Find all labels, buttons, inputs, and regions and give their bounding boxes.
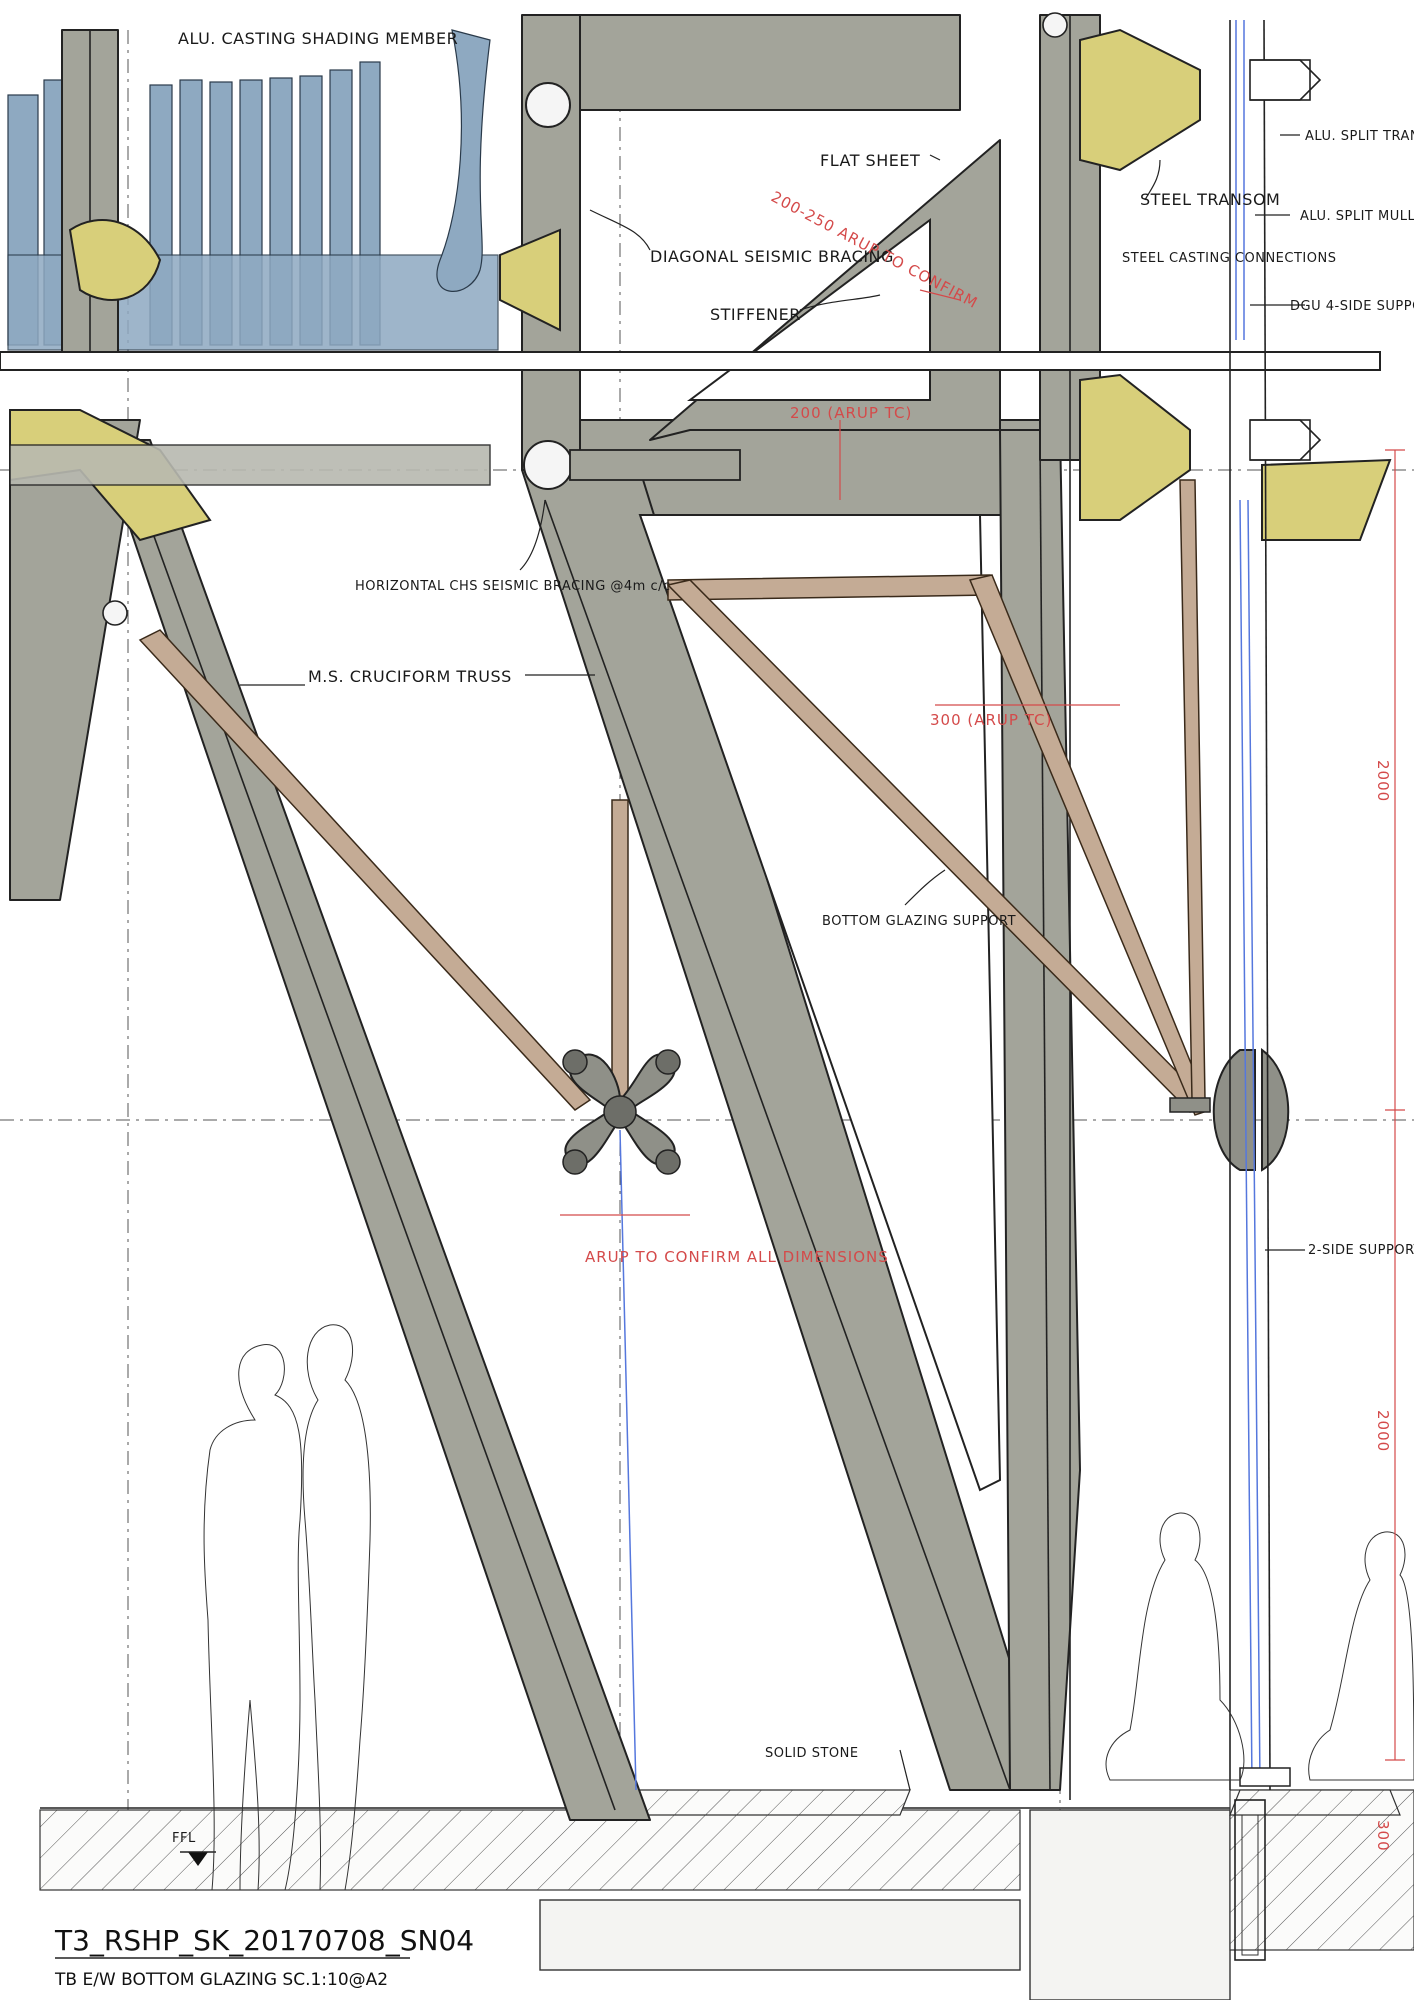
- label-diagonal-bracing: DIAGONAL SEISMIC BRACING: [650, 247, 894, 266]
- chs-bracing: [9, 12, 1068, 626]
- sheet-subtitle: TB E/W BOTTOM GLAZING SC.1:10@A2: [54, 1970, 388, 1990]
- note-dim-2000-upper: 2000: [1374, 760, 1392, 802]
- person-standing-2: [302, 1324, 371, 1891]
- label-dgu-4side: DGU 4-SIDE SUPPORTED: [1290, 299, 1414, 314]
- casting-right-upper: [1079, 28, 1201, 172]
- transom-plate: [1261, 458, 1392, 541]
- label-steel-casting: STEEL CASTING CONNECTIONS: [1122, 251, 1336, 266]
- note-dim-200: 200 (ARUP TC): [790, 404, 912, 422]
- note-dim-2000-lower: 2000: [1374, 1410, 1392, 1452]
- red-dimensions: [560, 289, 1405, 1761]
- solid-stone-block: [1229, 1789, 1401, 1816]
- casting-left-upper: [68, 219, 162, 301]
- label-alu-split-transom: ALU. SPLIT TRANSOM: [1305, 129, 1414, 144]
- label-stiffener: STIFFENER: [710, 305, 801, 324]
- floor-slab: [39, 1789, 1414, 2000]
- note-arup-confirm-all: ARUP TO CONFIRM ALL DIMENSIONS: [585, 1248, 889, 1266]
- people-figures: [203, 1324, 1414, 1891]
- note-dim-300-floor: 300: [1374, 1820, 1392, 1852]
- casting-centre: [499, 228, 561, 332]
- person-seated-2: [1308, 1531, 1414, 1781]
- leader-lines: [240, 134, 1305, 1791]
- curtain-wall-profiles: [1239, 59, 1322, 1787]
- label-bottom-glazing-support: BOTTOM GLAZING SUPPORT: [822, 914, 1016, 929]
- label-dgu-2side: 2-SIDE SUPPORTED DGU: [1308, 1243, 1414, 1258]
- spider-fitting: [562, 1049, 681, 1175]
- label-alu-split-mullion: ALU. SPLIT MULLION: [1300, 209, 1414, 224]
- label-horizontal-chs: HORIZONTAL CHS SEISMIC BRACING @4m c/c: [355, 579, 671, 594]
- steel-castings: [9, 28, 1392, 542]
- annotations: ALU. CASTING SHADING MEMBER FLAT SHEET D…: [172, 29, 1414, 1852]
- ffl-marker: [180, 1851, 216, 1866]
- sheet-reference: T3_RSHP_SK_20170708_SN04: [54, 1924, 474, 1957]
- bottom-glazing-support: [138, 479, 1211, 1116]
- label-shading-member: ALU. CASTING SHADING MEMBER: [178, 29, 458, 48]
- title-block: T3_RSHP_SK_20170708_SN04 TB E/W BOTTOM G…: [54, 1924, 474, 1990]
- label-solid-stone: SOLID STONE: [765, 1746, 859, 1761]
- centre-truss: [521, 14, 1101, 1800]
- note-dim-300: 300 (ARUP TC): [930, 711, 1052, 729]
- floor-edge-line: [0, 351, 1381, 371]
- label-ffl: FFL: [172, 1831, 196, 1846]
- label-steel-transom: STEEL TRANSOM: [1140, 190, 1280, 209]
- person-seated: [1105, 1512, 1245, 1781]
- label-flat-sheet: FLAT SHEET: [820, 151, 920, 170]
- casting-right-lower: [1079, 373, 1191, 521]
- label-cruciform-truss: M.S. CRUCIFORM TRUSS: [308, 667, 512, 686]
- person-standing: [203, 1344, 303, 1891]
- glass-lines: [619, 19, 1271, 1791]
